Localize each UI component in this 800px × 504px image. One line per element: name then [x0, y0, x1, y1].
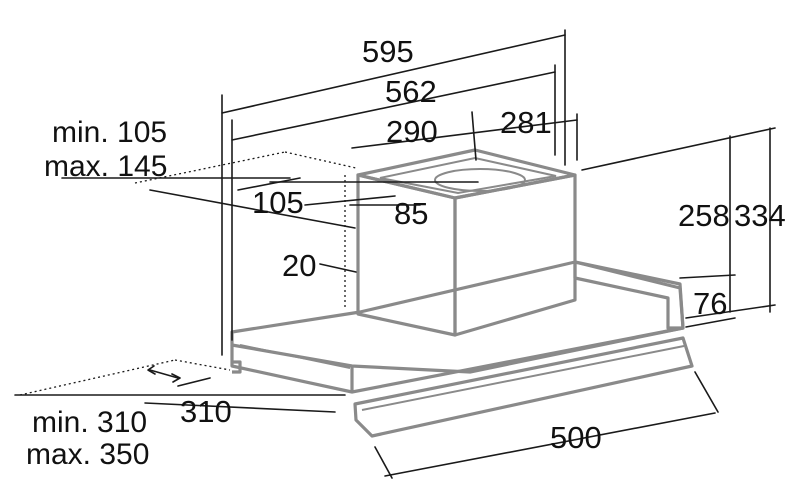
dimension-85: 85	[394, 196, 428, 231]
dimension-310: 310	[180, 394, 232, 429]
dimension-min-310: min. 310	[32, 406, 147, 439]
dimension-595: 595	[362, 34, 414, 69]
dimension-334: 334	[734, 198, 786, 233]
dimension-562: 562	[385, 74, 437, 109]
dimension-258: 258	[678, 198, 730, 233]
dimension-500: 500	[550, 420, 602, 455]
dimension-76: 76	[693, 286, 727, 321]
dimension-20: 20	[282, 248, 316, 283]
dimension-min-105: min. 105	[52, 116, 167, 149]
dimension-281: 281	[500, 105, 552, 140]
dimension-max-145: max. 145	[44, 150, 167, 183]
hood-body	[230, 260, 694, 438]
dimension-lines	[14, 29, 776, 479]
dimension-max-350: max. 350	[26, 438, 149, 471]
chimney-box	[356, 148, 577, 337]
dimension-290: 290	[386, 114, 438, 149]
dimension-105: 105	[252, 185, 304, 220]
